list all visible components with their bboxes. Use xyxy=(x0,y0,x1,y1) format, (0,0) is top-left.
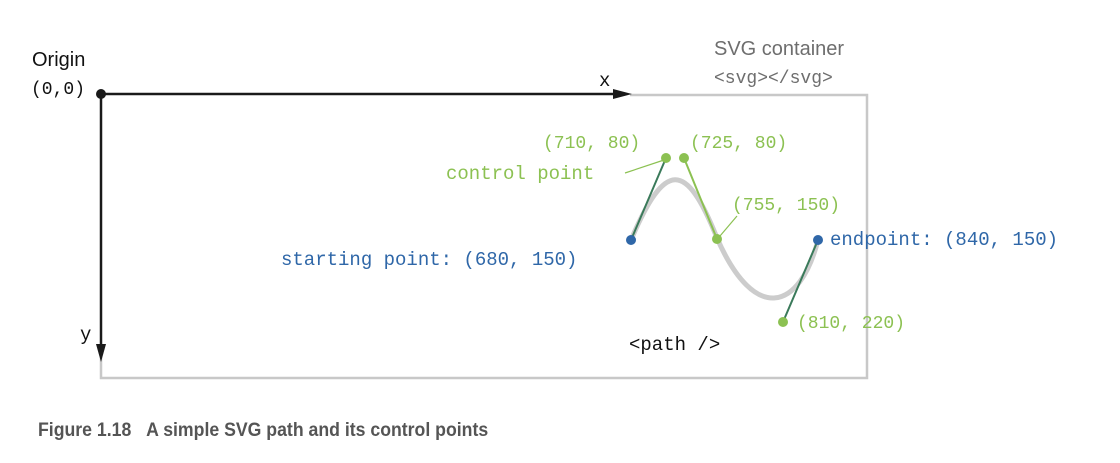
control-point-label: control point xyxy=(446,163,594,185)
control-point-1 xyxy=(661,153,671,163)
low-coords: (810, 220) xyxy=(797,314,905,334)
starting-point-label: starting point: (680, 150) xyxy=(281,249,577,271)
control-point-leader xyxy=(624,159,665,174)
path-tag: <path /> xyxy=(629,334,720,356)
x-axis-label: x xyxy=(599,70,610,92)
figure-number: Figure 1.18 xyxy=(38,420,132,441)
control-point-2 xyxy=(679,153,689,163)
cp2-coords: (725, 80) xyxy=(690,134,787,154)
origin-coords: (0,0) xyxy=(31,80,85,100)
mid-coords: (755, 150) xyxy=(732,196,840,216)
origin-title: Origin xyxy=(32,49,85,71)
y-axis-label: y xyxy=(80,324,91,346)
x-axis-arrowhead xyxy=(613,89,632,99)
control-line-cp2-mid xyxy=(683,157,718,240)
low-control-point xyxy=(778,317,788,327)
svg-container-border xyxy=(99,93,869,380)
figure-caption: Figure 1.18 A simple SVG path and its con… xyxy=(38,420,488,442)
origin-point xyxy=(96,89,106,99)
endpoint-label: endpoint: (840, 150) xyxy=(830,229,1058,251)
mid-point xyxy=(712,234,722,244)
mid-point-leader xyxy=(719,215,738,237)
y-axis-arrowhead xyxy=(96,344,106,362)
figure-caption-text: A simple SVG path and its control points xyxy=(146,420,489,441)
cp1-coords: (710, 80) xyxy=(543,134,640,154)
control-line-start xyxy=(630,157,667,241)
endpoint xyxy=(813,235,823,245)
control-line-low-end xyxy=(782,239,819,323)
container-tag: <svg></svg> xyxy=(714,69,833,89)
container-title: SVG container xyxy=(714,38,844,60)
starting-point xyxy=(626,235,636,245)
